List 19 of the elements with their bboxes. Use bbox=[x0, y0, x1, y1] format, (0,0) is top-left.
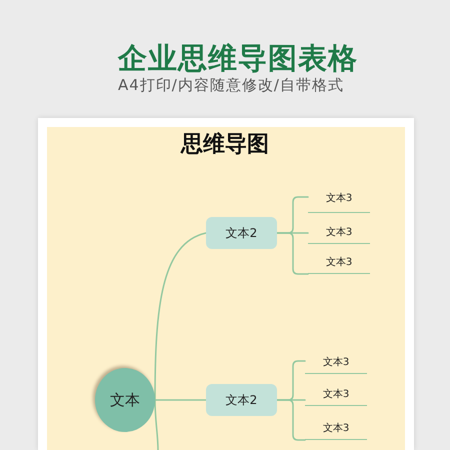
page-title: 企业思维导图表格 bbox=[118, 40, 358, 76]
item-text: 文本3 bbox=[322, 389, 350, 401]
subtopic-box bbox=[206, 384, 277, 416]
item-text: 文本3 bbox=[322, 357, 350, 369]
connector-line bbox=[154, 399, 207, 401]
subtopic-text: 文本2 bbox=[226, 393, 258, 407]
item-text: 文本3 bbox=[326, 257, 352, 269]
item-text: 文本3 bbox=[322, 423, 350, 435]
connector-line bbox=[276, 399, 306, 441]
subtopic-text: 文本2 bbox=[226, 226, 258, 240]
item-text: 文本3 bbox=[326, 193, 352, 205]
item-text: 文本3 bbox=[326, 227, 352, 239]
subtopic-box bbox=[206, 217, 277, 249]
topic-text: 文本 bbox=[110, 392, 140, 408]
connector-line bbox=[276, 232, 309, 275]
connector-line bbox=[154, 232, 207, 401]
connector-line bbox=[154, 399, 159, 450]
page-subtitle: A4打印/内容随意修改/自带格式 bbox=[118, 76, 344, 95]
sheet-title: 思维导图 bbox=[181, 131, 269, 159]
